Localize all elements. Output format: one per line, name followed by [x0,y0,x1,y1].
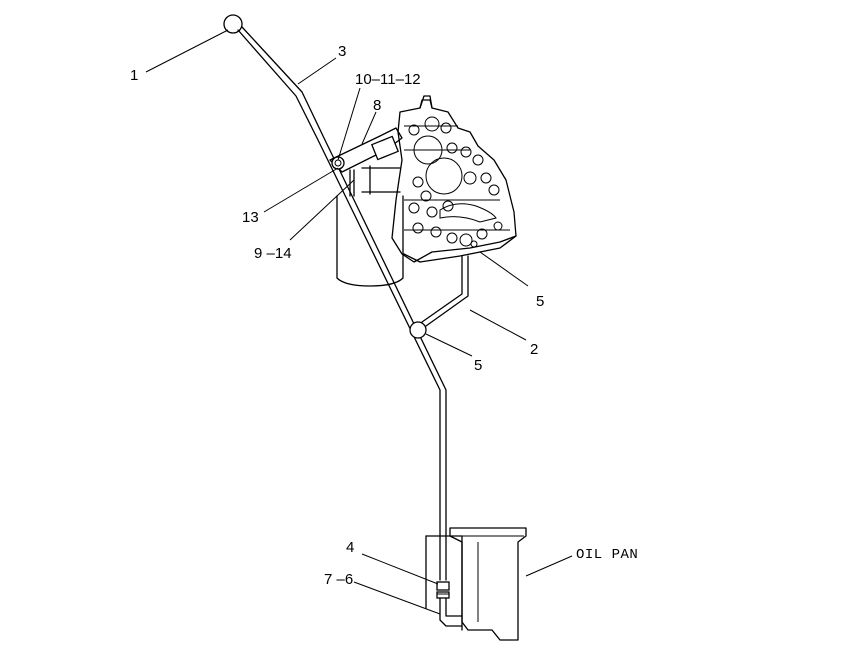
callout-13: 13 [242,209,259,226]
oil-pan-label: OIL PAN [576,547,638,563]
tube-fitting [436,581,463,627]
callout-1: 1 [130,67,138,84]
callout-3: 3 [338,43,346,60]
dipstick-handle [223,14,243,34]
callout-4: 4 [346,539,354,556]
tube-bracket [329,127,403,197]
callout-10-11-12: 10–11–12 [355,71,421,88]
callout-5-lower: 5 [474,357,482,374]
callout-2: 2 [530,341,538,358]
engine-block [336,95,517,287]
dipstick-tube [237,26,447,581]
callout-5-upper: 5 [536,293,544,310]
callout-9-14: 9 –14 [254,245,292,262]
oil-pan [425,527,527,641]
callout-8: 8 [373,97,381,114]
callout-7-6: 7 –6 [324,571,353,588]
leader-lines [145,29,573,615]
callout-labels: 1 3 10–11–12 8 13 9 –14 5 2 5 4 7 –6 OIL… [130,43,638,588]
oil-line [409,255,469,339]
